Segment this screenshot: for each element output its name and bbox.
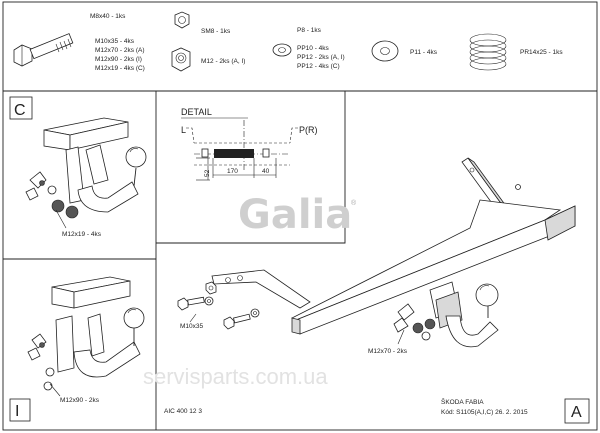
panel-c-label: C — [14, 102, 26, 119]
towbar-main-view — [177, 157, 576, 348]
panel-c-leader — [55, 209, 67, 229]
galia-logo: Galia — [238, 192, 352, 238]
panel-i-leader — [49, 383, 61, 397]
panel-i-label: I — [15, 403, 19, 420]
panel-i-bolt-label: M12x90 - 2ks — [60, 397, 100, 404]
panel-i-towbar-view — [27, 276, 145, 391]
panel-c-towbar-view — [25, 117, 147, 219]
main-bolt-m10x35-label: M10x35 — [180, 323, 204, 330]
detail-box — [156, 90, 346, 244]
panel-c-label-box — [9, 96, 33, 120]
washer-p11-label: P11 - 4ks — [410, 49, 438, 56]
galia-logo-registered: ® — [351, 199, 357, 207]
nut-sm8-label: SM8 - 1ks — [201, 28, 231, 35]
detail-drawing — [186, 120, 298, 181]
main-leader-m12 — [397, 329, 405, 345]
spring-washer-icon — [469, 33, 507, 71]
main-leader-m10 — [189, 313, 197, 323]
washer-pp12-c-label: PP12 - 4ks (C) — [297, 63, 340, 70]
servisparts-watermark: servisparts.com.ua — [143, 364, 328, 389]
detail-right-marker: P(R) — [299, 125, 318, 135]
bolt-icon — [13, 33, 74, 67]
panel-a-label: A — [571, 404, 582, 421]
detail-left-marker: L — [181, 125, 186, 135]
detail-dim-b: 40 — [262, 168, 270, 175]
bolt-label-m12x90: M12x90 - 2ks (I) — [95, 56, 142, 63]
spring-label: PR14x25 - 1ks — [520, 49, 563, 56]
washer-pp10-label: PP10 - 4ks — [297, 45, 330, 52]
bolt-label-m8x40: M8x40 - 1ks — [90, 13, 126, 20]
vehicle-model: ŠKODA FABIA — [441, 397, 484, 406]
bolt-label-m10x35: M10x35 - 4ks — [95, 38, 135, 45]
main-bolt-m12x70-label: M12x70 - 2ks — [368, 348, 408, 355]
nut-m12-label: M12 - 2ks (A, I) — [201, 58, 245, 65]
washer-p11-icon — [371, 40, 399, 62]
panel-i-label-box — [9, 398, 31, 422]
bolt-label-m12x19: M12x19 - 4ks (C) — [95, 65, 145, 72]
drawing-code: AIC 400 12 3 — [164, 408, 202, 415]
detail-dim-a: 170 — [227, 168, 238, 175]
washer-p8-label: P8 - 1ks — [297, 27, 322, 34]
panel-a-label-box — [564, 398, 590, 424]
bolt-label-m12x70: M12x70 - 2ks (A) — [95, 47, 145, 54]
nut-sm8-icon — [174, 11, 190, 29]
nut-m12-icon — [171, 47, 191, 72]
panel-c-bolt-label: M12x19 - 4ks — [62, 231, 102, 238]
drawing-kod: Kód: S1105(A,I,C) 26. 2. 2015 — [441, 409, 528, 416]
detail-title: DETAIL — [181, 107, 212, 117]
washer-small-icon — [272, 43, 292, 57]
washer-pp12-a-label: PP12 - 2ks (A, I) — [297, 54, 345, 61]
detail-dim-height: 52 — [204, 169, 211, 177]
